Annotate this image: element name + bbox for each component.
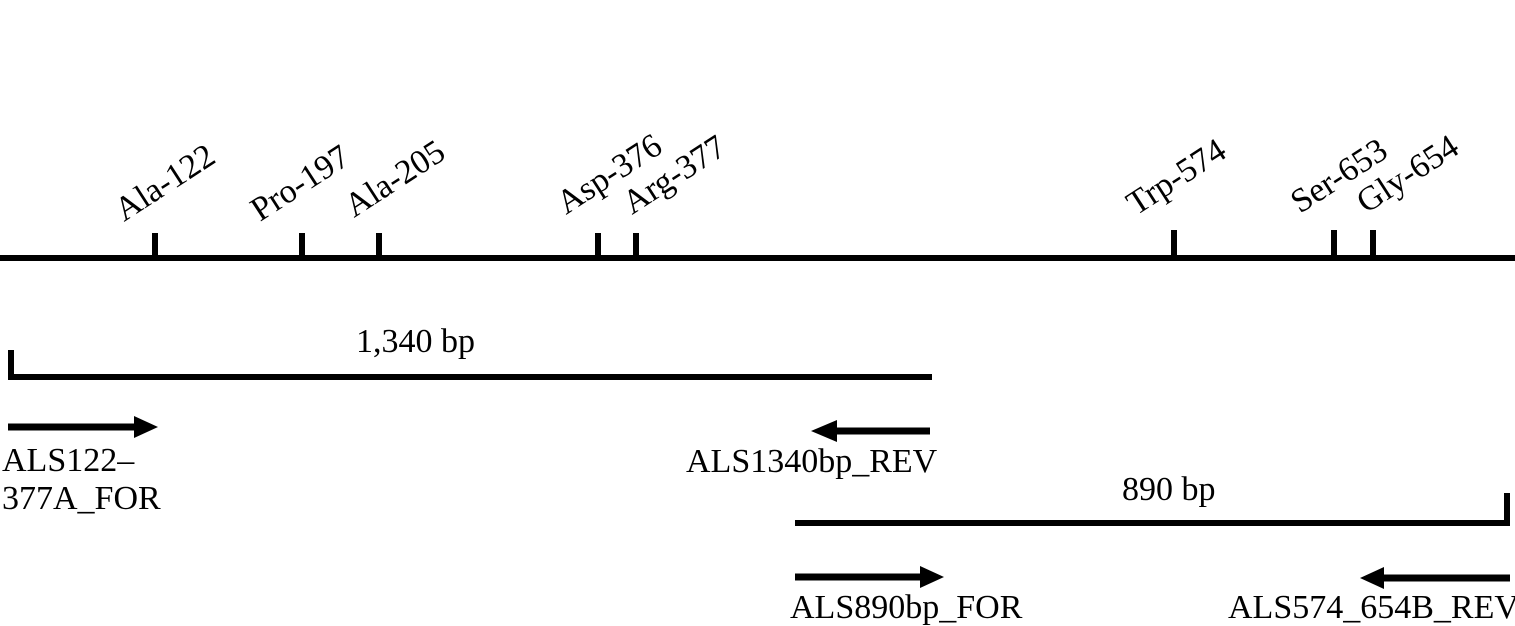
primer-als890-for-label: ALS890bp_FOR	[790, 589, 1023, 626]
amplicon-long-size: 1,340 bp	[356, 323, 475, 360]
site-label-trp574: Trp-574	[1120, 132, 1233, 223]
primer-als574-rev-label: ALS574_654B_REV	[1228, 589, 1515, 626]
site-label-ala122: Ala-122	[108, 137, 222, 229]
primer-als890-for-arrow	[795, 566, 944, 588]
primer-als1340-rev-arrow	[811, 420, 930, 442]
primer-als1340-rev-label: ALS1340bp_REV	[686, 443, 938, 480]
primer-als122-for-label-line2: 377A_FOR	[2, 480, 161, 517]
primer-als574-rev-arrow	[1360, 567, 1510, 589]
site-label-pro197: Pro-197	[244, 138, 356, 229]
primer-als122-for-arrow	[8, 416, 158, 438]
primer-als122-for-label-line1: ALS122–	[2, 442, 135, 479]
amplicon-short-size: 890 bp	[1122, 471, 1216, 508]
site-label-ala205: Ala-205	[338, 133, 452, 225]
